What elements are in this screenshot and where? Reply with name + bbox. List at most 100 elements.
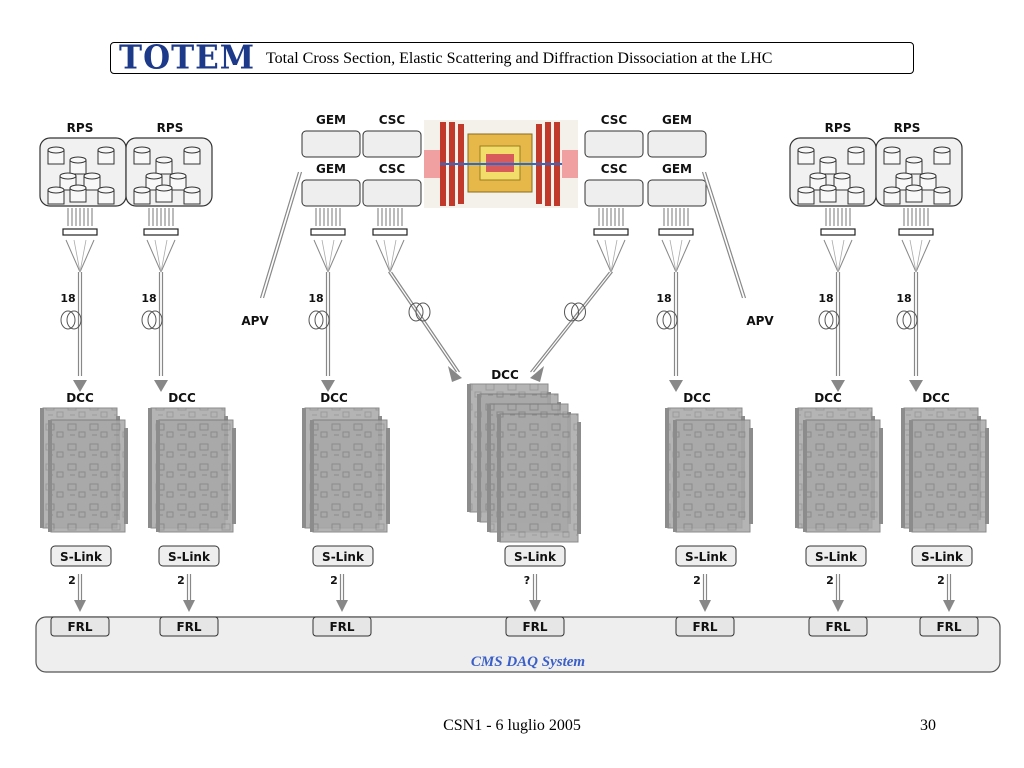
readout-chain: [658, 208, 694, 273]
link-count-label: ?: [524, 574, 530, 587]
link-count-label: 2: [177, 574, 185, 587]
csc-label: CSC: [379, 162, 406, 176]
csc-box: CSC: [584, 113, 644, 158]
fiber-count-label: 18: [896, 292, 911, 305]
slink-label: S-Link: [685, 550, 728, 564]
dcc-crate: DCC S-Link: [148, 391, 236, 567]
csc-box: CSC: [584, 162, 644, 207]
readout-chain: [143, 208, 179, 273]
readout-chain: [372, 208, 408, 273]
apv-link: [701, 171, 747, 299]
fiber-count-label: 18: [818, 292, 833, 305]
dcc-label: DCC: [683, 391, 711, 405]
frl-link: 2: [937, 574, 955, 612]
dcc-label: DCC: [491, 368, 519, 382]
fiber-link: 18: [60, 272, 87, 392]
fiber-link: 18: [896, 272, 923, 392]
readout-chain: [898, 208, 934, 273]
link-count-label: 2: [937, 574, 945, 587]
slink-box: [911, 545, 973, 567]
slink-label: S-Link: [815, 550, 858, 564]
slink-box: [50, 545, 112, 567]
csc-label: CSC: [601, 162, 628, 176]
rps-unit: RPS3: [789, 121, 877, 207]
dcc-crate: DCC S-Link: [901, 391, 989, 567]
frl-box: FRL: [675, 616, 735, 637]
dcc-crates: DCC S-Link DCC S-Link DCC S-Link DCC S-Link DCC S…: [40, 368, 989, 637]
csc-box: CSC: [362, 162, 422, 207]
gem-box: GEM: [647, 162, 707, 207]
frl-label: FRL: [522, 620, 547, 634]
rps-label: RPS: [894, 121, 921, 135]
dcc-label: DCC: [320, 391, 348, 405]
page-number: 30: [920, 717, 936, 734]
fiber-link: 18: [308, 272, 335, 392]
gem-box: GEM: [301, 162, 361, 207]
fiber-link: 18: [656, 272, 683, 392]
rps-unit: RPS1: [39, 121, 127, 207]
apv-label: APV: [241, 314, 269, 328]
cms-detector-image: [424, 120, 578, 208]
diagonal-fiber: [530, 271, 613, 373]
frl-label: FRL: [329, 620, 354, 634]
frl-link: 2: [693, 574, 711, 612]
slink-box: [312, 545, 374, 567]
link-count-label: 2: [826, 574, 834, 587]
readout-chain: [593, 208, 629, 273]
dcc-label: DCC: [66, 391, 94, 405]
slink-label: S-Link: [921, 550, 964, 564]
rps-unit: RPS4: [875, 121, 963, 207]
frl-box: FRL: [312, 616, 372, 637]
dcc-label: DCC: [814, 391, 842, 405]
fiber-count-label: 18: [308, 292, 323, 305]
frl-box: FRL: [159, 616, 219, 637]
slink-label: S-Link: [168, 550, 211, 564]
csc-label: CSC: [379, 113, 406, 127]
readout-chain: [62, 208, 98, 273]
fiber-count-label: 18: [60, 292, 75, 305]
apv-label: APV: [746, 314, 774, 328]
slink-box: [158, 545, 220, 567]
link-count-label: 2: [68, 574, 76, 587]
frl-box: FRL: [919, 616, 979, 637]
readout-chain: [310, 208, 346, 273]
frl-label: FRL: [936, 620, 961, 634]
rps-label: RPS: [67, 121, 94, 135]
gem-box: GEM: [647, 113, 707, 158]
frl-label: FRL: [176, 620, 201, 634]
link-count-label: 2: [693, 574, 701, 587]
rps-label: RPS: [825, 121, 852, 135]
footer-event: CSN1 - 6 luglio 2005: [443, 717, 581, 734]
frl-box: FRL: [808, 616, 868, 637]
readout-chain: [820, 208, 856, 273]
dcc-label: DCC: [168, 391, 196, 405]
slink-box: [805, 545, 867, 567]
dcc-crate: DCC S-Link: [665, 391, 753, 567]
apv-link: [259, 171, 303, 299]
slide-header: TOTEM Total Cross Section, Elastic Scatt…: [110, 39, 914, 77]
dcc-label: DCC: [922, 391, 950, 405]
frl-link: 2: [330, 574, 348, 612]
fiber-count-label: 18: [141, 292, 156, 305]
cms-daq-system-label: CMS DAQ System: [471, 654, 585, 670]
frl-link: 2: [68, 574, 86, 612]
frl-label: FRL: [825, 620, 850, 634]
slink-box: [675, 545, 737, 567]
rps-unit: RPS2: [125, 121, 213, 207]
rps-label: RPS: [157, 121, 184, 135]
frl-link: 2: [177, 574, 195, 612]
gem-label: GEM: [662, 113, 692, 127]
gem-label: GEM: [316, 113, 346, 127]
fiber-link: 18: [141, 272, 168, 392]
slink-label: S-Link: [322, 550, 365, 564]
frl-label: FRL: [692, 620, 717, 634]
gem-box: GEM: [301, 113, 361, 158]
frl-link: 2: [826, 574, 844, 612]
slink-box: [504, 545, 566, 567]
frl-box: FRL: [50, 616, 110, 637]
